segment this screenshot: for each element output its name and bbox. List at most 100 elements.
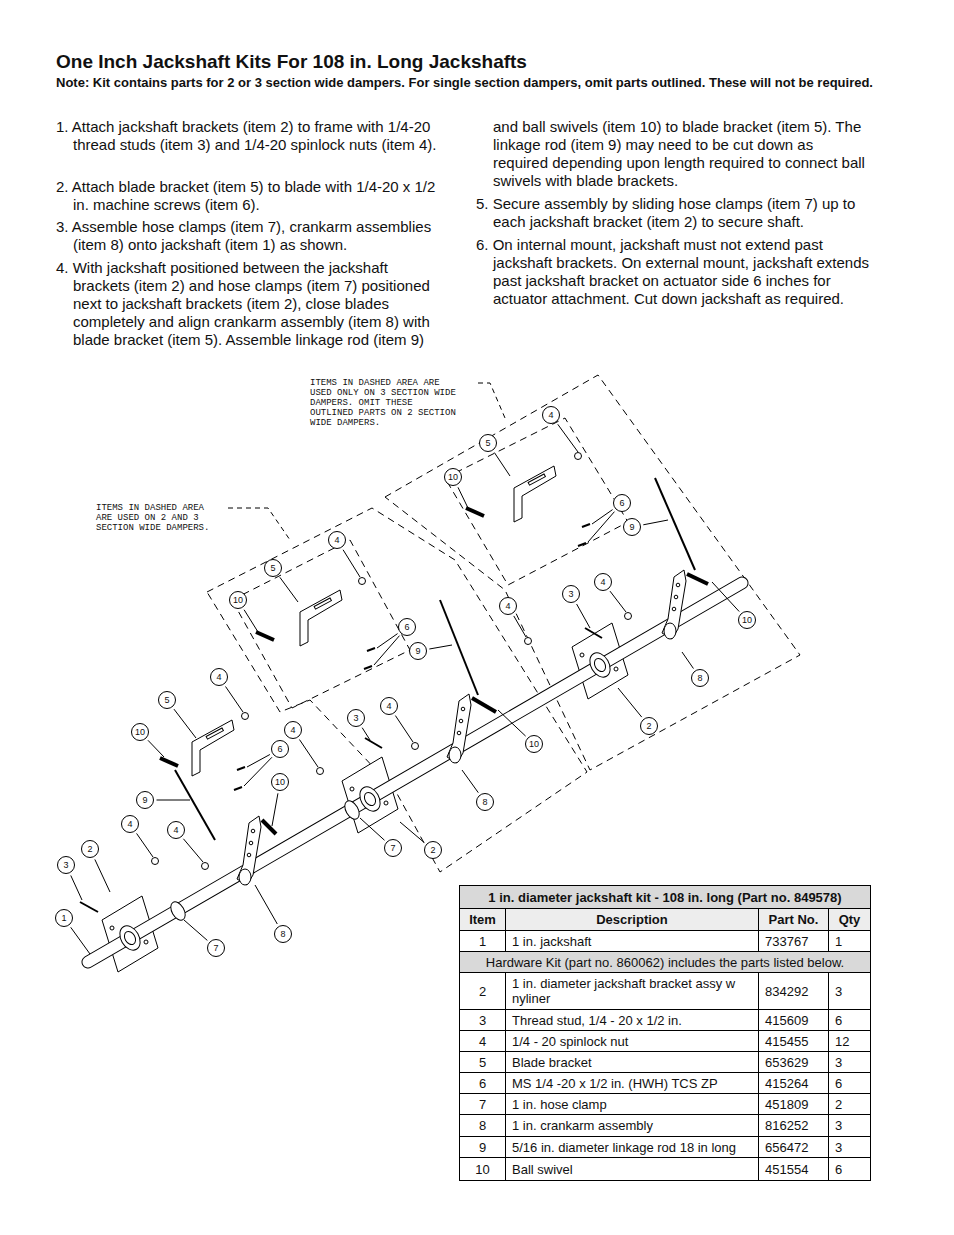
linkage-rod (440, 600, 478, 695)
table-cell: 5/16 in. diameter linkage rod 18 in long (505, 1136, 759, 1158)
table-cell: 1 in. diameter jackshaft bracket assy w … (505, 972, 759, 1010)
crankarm (447, 694, 471, 763)
callout-number: 4 (378, 699, 400, 713)
leader-line (395, 716, 413, 742)
bracket-bushing (356, 783, 385, 815)
leader-line (244, 757, 272, 786)
leader-line (577, 604, 590, 628)
leader-line (280, 577, 298, 602)
callout-number: 3 (55, 858, 77, 872)
table-cell: 1 in. hose clamp (505, 1093, 759, 1115)
leader-line (400, 822, 424, 843)
table-header-cell: Qty (828, 908, 871, 931)
ball-swivel (687, 574, 708, 584)
table-cell: 3 (828, 1051, 871, 1073)
callout-number: 4 (497, 599, 519, 613)
table-cell: 1/4 - 20 spinlock nut (505, 1030, 759, 1052)
dashed-region (385, 375, 800, 770)
table-header-cell: Part No. (758, 908, 829, 931)
callout-number: 5 (477, 436, 499, 450)
leader-line (272, 793, 278, 826)
callout-number: 4 (540, 408, 562, 422)
table-cell: 415264 (758, 1072, 829, 1094)
leader-line (299, 740, 318, 767)
dashed-region (207, 508, 587, 872)
table-subheading: Hardware Kit (part no. 860062) includes … (459, 951, 871, 973)
callout-number: 7 (382, 841, 404, 855)
callout-number: 4 (592, 575, 614, 589)
leader-line (71, 875, 82, 900)
note-text: Note: Kit contains parts for 2 or 3 sect… (56, 74, 886, 91)
table-cell: 1 in. crankarm assembly (505, 1114, 759, 1137)
table-cell: 9 (459, 1136, 506, 1158)
table-cell: Ball swivel (505, 1157, 759, 1181)
table-cell: 8 (459, 1114, 506, 1137)
callout-number: 4 (208, 670, 230, 684)
callout-number: 4 (326, 533, 348, 547)
callout-number: 10 (227, 593, 249, 607)
table-cell: 4 (459, 1030, 506, 1052)
callout-number: 9 (621, 520, 643, 534)
instruction-step: 4. With jackshaft positioned between the… (56, 259, 448, 349)
table-cell: Thread stud, 1/4 - 20 x 1/2 in. (505, 1009, 759, 1031)
leader-line (226, 686, 243, 712)
table-cell: 3 (459, 1009, 506, 1031)
ball-swivel (466, 508, 484, 516)
leader-line (458, 487, 468, 508)
dashed-subregion (232, 540, 410, 708)
table-cell: 834292 (758, 972, 829, 1010)
instruction-step: 1. Attach jackshaft brackets (item 2) to… (56, 118, 448, 154)
instruction-continued: and ball swivels (item 10) to blade brac… (476, 118, 871, 190)
callout-number: 8 (474, 795, 496, 809)
dashed-area-note: ITEMS IN DASHED AREA ARE USED ON 2 AND 3… (96, 503, 221, 533)
table-cell: 12 (828, 1030, 871, 1052)
table-cell: 6 (828, 1072, 871, 1094)
leader-line (255, 885, 277, 924)
callout-number: 5 (156, 693, 178, 707)
leader-line (682, 652, 693, 669)
callout-number: 10 (269, 775, 291, 789)
ball-swivel (262, 820, 276, 834)
table-cell: Blade bracket (505, 1051, 759, 1073)
table-cell: 3 (828, 1114, 871, 1137)
callout-number: 9 (407, 644, 429, 658)
callout-number: 3 (345, 711, 367, 725)
dashed-subregion (445, 418, 628, 585)
table-cell: 1 (828, 930, 871, 952)
leader-line (558, 424, 578, 452)
leader-line (244, 610, 258, 632)
table-title: 1 in. diameter jackshaft kit - 108 in. l… (459, 885, 871, 909)
leader-line (148, 740, 164, 757)
leader-line (429, 645, 452, 649)
hose-clamp (342, 798, 362, 821)
leader-line (498, 710, 526, 736)
callout-number: 1 (53, 911, 75, 925)
leader-line (514, 616, 526, 637)
leader-line (174, 709, 196, 738)
ball-swivel (472, 698, 496, 712)
callout-number: 8 (272, 927, 294, 941)
bracket-bushing (116, 922, 145, 954)
leader-line (183, 839, 203, 862)
leader-line (137, 833, 153, 857)
callout-number: 9 (134, 793, 156, 807)
callout-number: 2 (638, 719, 660, 733)
table-cell: 10 (459, 1157, 506, 1181)
table-cell: 816252 (758, 1114, 829, 1137)
page-title: One Inch Jackshaft Kits For 108 in. Long… (56, 51, 916, 73)
crankarm (662, 570, 686, 639)
leader-line (343, 550, 360, 577)
ball-swivel (160, 758, 178, 766)
instruction-step: 3. Assemble hose clamps (item 7), cranka… (56, 218, 448, 254)
blade-bracket (192, 720, 234, 776)
instruction-step: 6. On internal mount, jackshaft must not… (476, 236, 871, 308)
table-cell: 6 (828, 1157, 871, 1181)
table-cell: 653629 (758, 1051, 829, 1073)
callout-number: 6 (269, 742, 291, 756)
table-cell: 451809 (758, 1093, 829, 1115)
table-cell: 6 (828, 1009, 871, 1031)
table-cell: 2 (459, 972, 506, 1010)
callout-number: 6 (396, 620, 418, 634)
table-cell: 451554 (758, 1157, 829, 1181)
note-leader (228, 508, 290, 540)
